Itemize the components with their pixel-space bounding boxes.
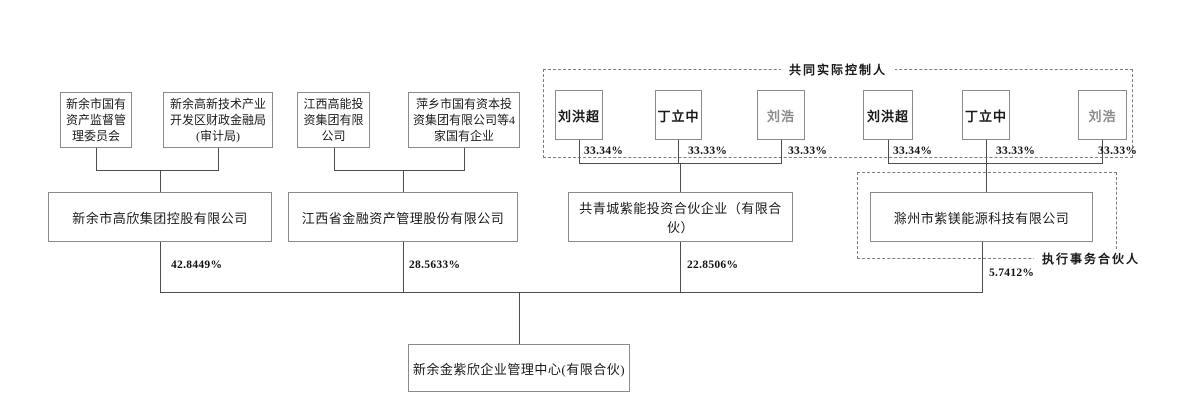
connector-line [678,140,679,163]
company-box-zineng-partnership: 共青城紫能投资合伙企业（有限合伙） [568,192,793,242]
org-name: 新余高新技术产业开发区财政金融局(审计局) [169,97,266,143]
company-name: 共青城紫能投资合伙企业（有限合伙） [579,201,782,235]
person-box-dinglizhong-right: 丁立中 [962,90,1010,140]
pct-label: 33.34% [584,145,624,157]
org-box-sasac: 新余市国有资产监督管理委员会 [60,92,132,148]
connector-line [403,170,404,192]
connector-line [160,292,983,293]
connector-line [96,170,219,171]
pct-label: 33.33% [688,145,728,157]
person-name: 丁立中 [964,108,1007,124]
pct-label: 33.33% [788,145,828,157]
company-name: 滁州市紫镁能源科技有限公司 [893,210,1070,226]
connector-line [334,148,335,170]
company-box-jiangxi-amc: 江西省金融资产管理股份有限公司 [288,192,518,242]
connector-line [464,148,465,170]
pct-label: 42.8449% [171,259,223,271]
connector-line [888,140,889,163]
person-name: 刘洪超 [557,108,600,124]
connector-line [403,242,404,292]
connector-line [680,163,681,192]
connector-line [888,163,1103,164]
org-name: 江西高能投资集团有限公司 [303,97,364,143]
person-name: 刘浩 [1088,108,1117,124]
person-box-dinglizhong-left: 丁立中 [655,90,702,140]
pct-label: 33.33% [996,145,1036,157]
connector-line [781,140,782,163]
connector-line [160,242,161,292]
connector-line [96,148,97,170]
connector-line [579,140,580,163]
pct-label: 22.8506% [687,259,739,271]
target-company-name: 新余金紫欣企业管理中心(有限合伙) [412,361,626,377]
org-name: 萍乡市国有资本投资集团有限公司等4家国有企业 [412,97,515,143]
company-box-zimei-energy: 滁州市紫镁能源科技有限公司 [870,192,1093,242]
target-company-box: 新余金紫欣企业管理中心(有限合伙) [408,344,630,392]
executive-partner-label: 执行事务合伙人 [1033,250,1148,267]
connector-line [1102,140,1103,163]
connector-line [519,292,520,344]
org-box-pingxiang: 萍乡市国有资本投资集团有限公司等4家国有企业 [408,92,520,148]
joint-controllers-group: 共同实际控制人 [543,61,1133,158]
org-box-finance-bureau: 新余高新技术产业开发区财政金融局(审计局) [163,92,273,148]
org-box-gaoneng: 江西高能投资集团有限公司 [297,92,370,148]
person-name: 丁立中 [657,108,700,124]
connector-line [160,170,161,192]
executive-partner-group: 执行事务合伙人 [857,172,1148,267]
pct-label: 33.33% [1098,145,1138,157]
person-box-liuhongchao-right: 刘洪超 [863,90,913,140]
pct-label: 33.34% [893,145,933,157]
person-box-liuhongchao-left: 刘洪超 [555,90,603,140]
connector-line [218,148,219,170]
person-box-liuhao-left: 刘浩 [757,90,805,140]
connector-line [334,170,465,171]
person-box-liuhao-right: 刘浩 [1078,90,1127,140]
pct-label: 5.7412% [989,267,1035,279]
connector-line [982,242,983,292]
company-name: 新余市高欣集团控股有限公司 [72,210,248,226]
joint-controllers-label: 共同实际控制人 [780,61,896,78]
person-name: 刘浩 [766,108,795,124]
org-name: 新余市国有资产监督管理委员会 [65,97,126,143]
connector-line [986,163,987,192]
connector-line [680,242,681,292]
person-name: 刘洪超 [866,108,909,124]
pct-label: 28.5633% [409,259,461,271]
company-name: 江西省金融资产管理股份有限公司 [301,210,505,226]
company-box-gaoxin: 新余市高欣集团控股有限公司 [48,192,272,242]
connector-line [986,140,987,163]
